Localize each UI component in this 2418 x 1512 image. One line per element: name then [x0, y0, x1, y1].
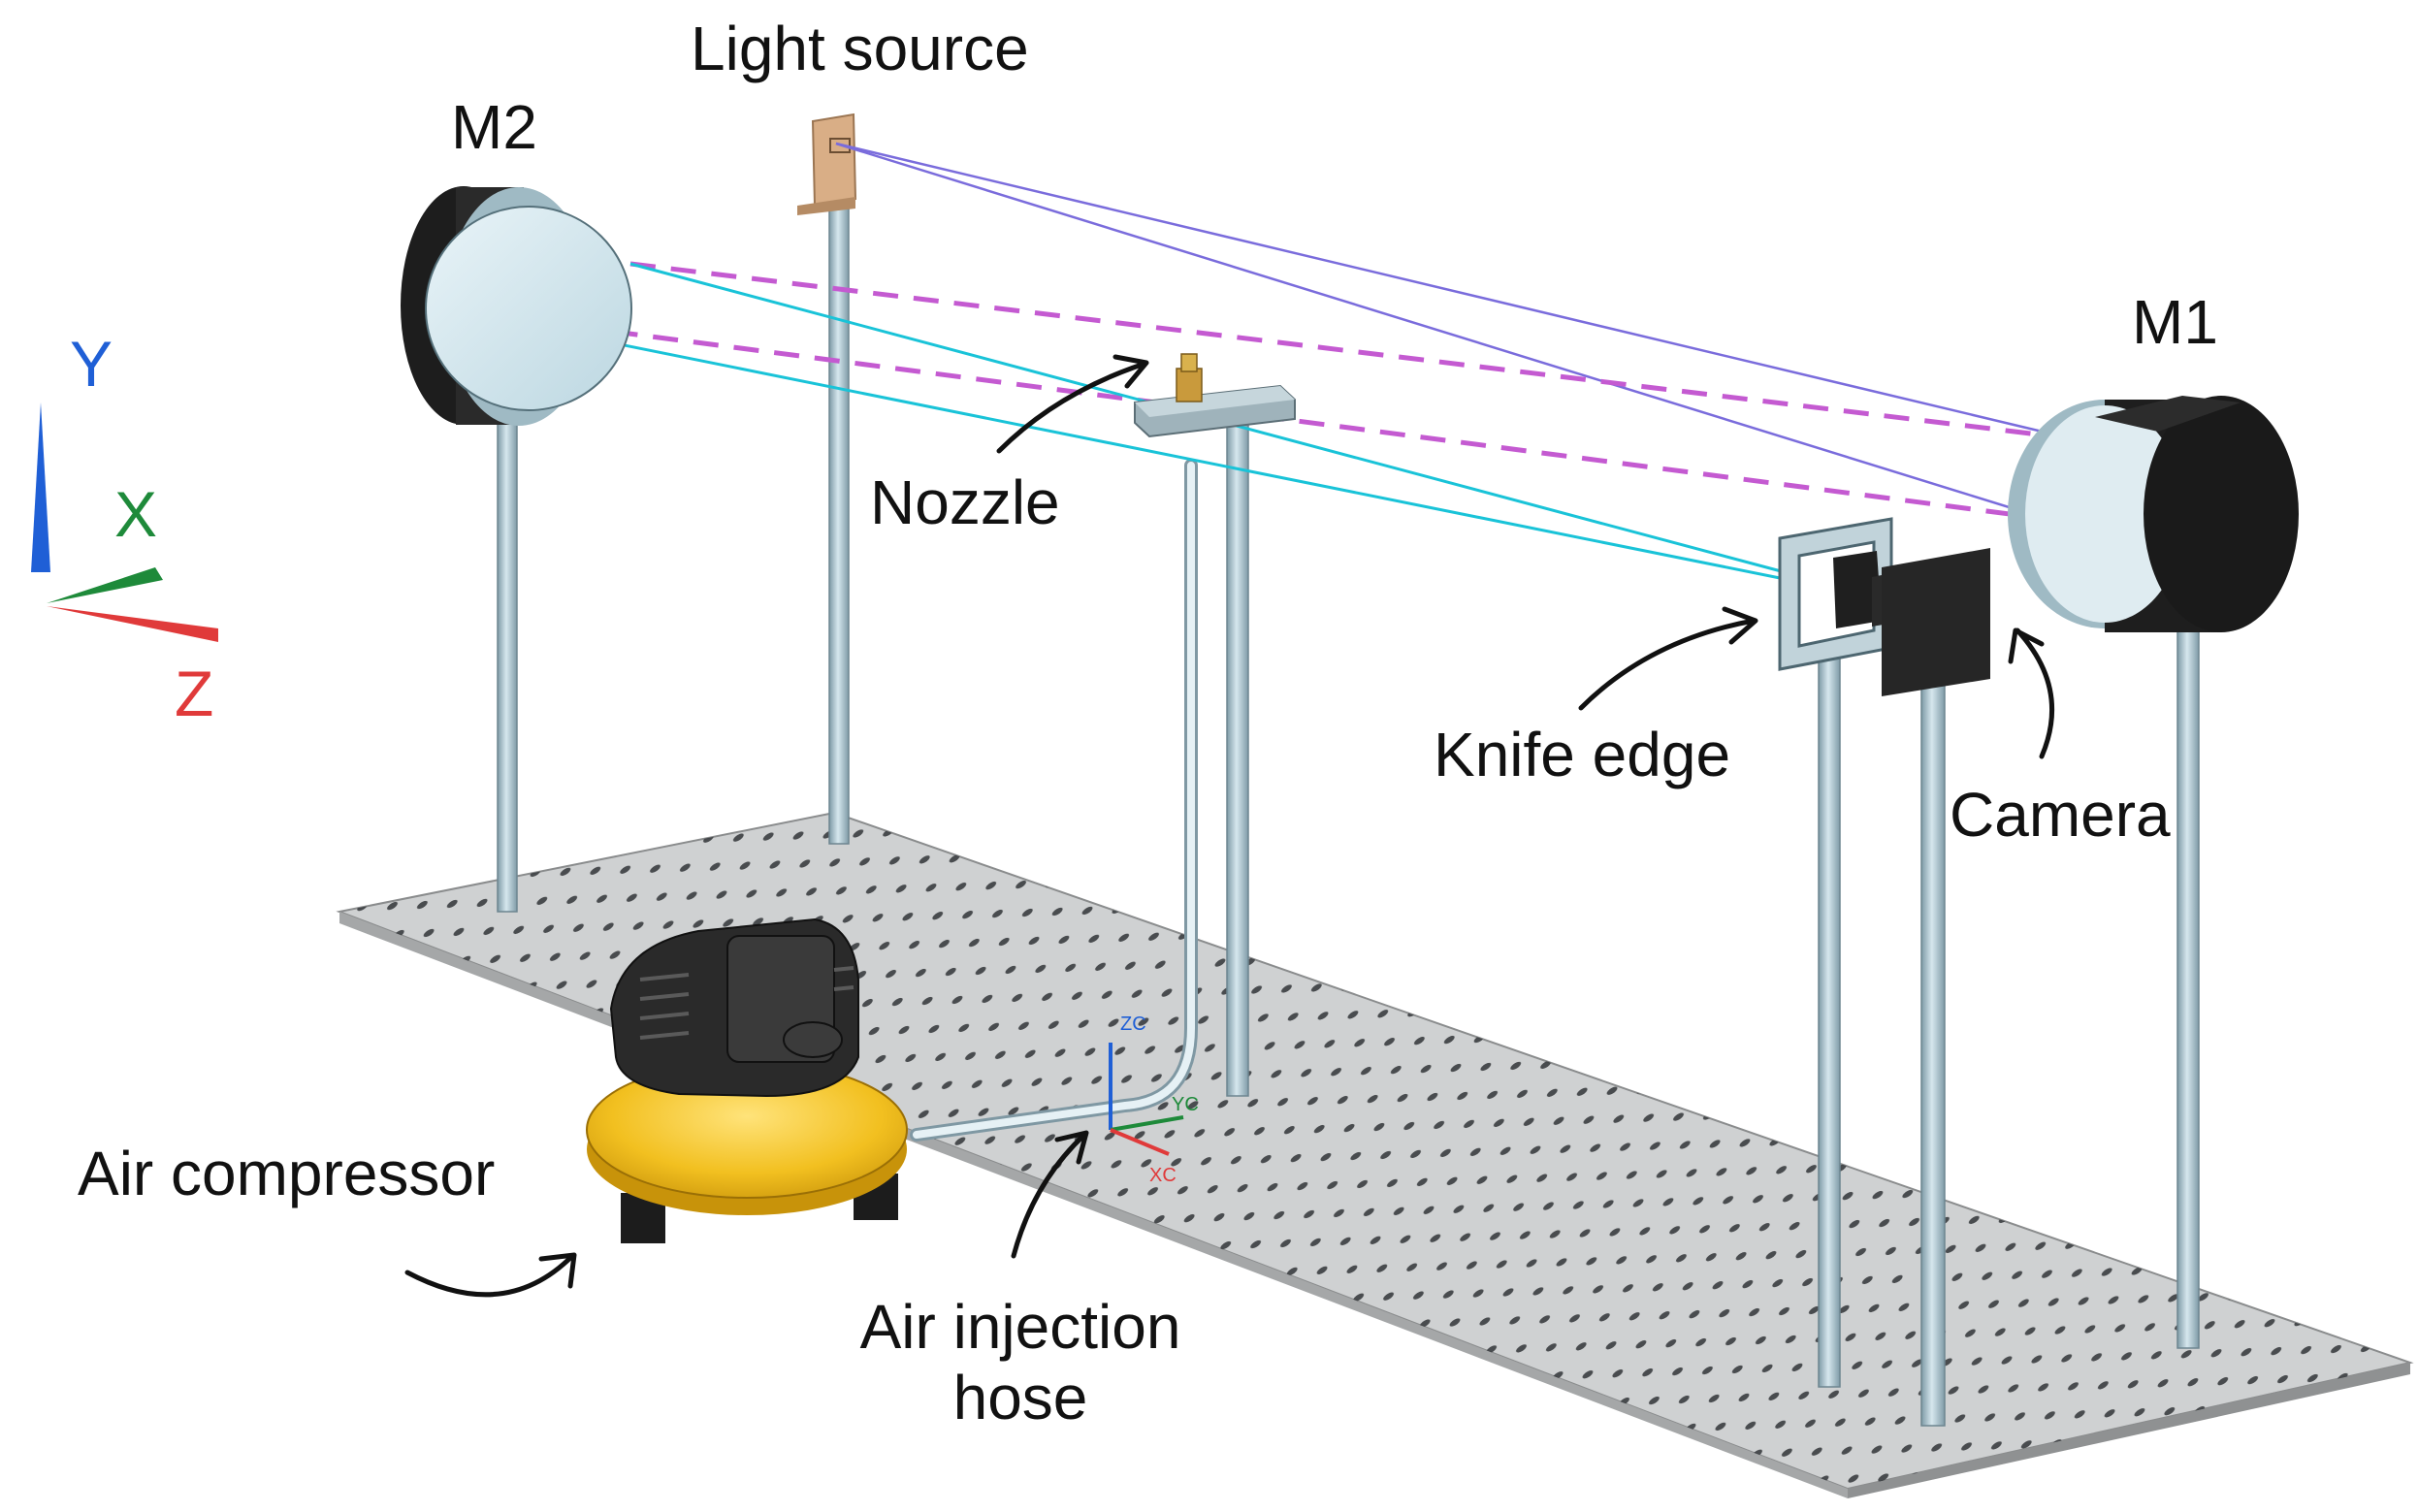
post-m2	[497, 387, 518, 913]
annotation-arrows	[404, 354, 2055, 1298]
local-axis-label-yc: YC	[1172, 1094, 1199, 1115]
axis-z-arrow	[47, 606, 218, 642]
label-camera: Camera	[1950, 780, 2171, 850]
local-axis-label-zc: ZC	[1120, 1013, 1146, 1035]
axis-y-arrow	[31, 402, 50, 572]
arrow-to-hose	[1011, 1130, 1089, 1259]
label-knife-edge: Knife edge	[1434, 720, 1730, 789]
axis-x-arrow	[47, 567, 163, 603]
optical-beams	[450, 142, 2072, 582]
label-hose-line1: Air injection	[860, 1292, 1181, 1362]
post-nozzle	[1226, 416, 1249, 1097]
global-axes: Y X Z	[31, 328, 218, 729]
local-coordinate-triad: ZC YC XC	[1109, 1013, 1199, 1186]
nozzle-assembly	[1134, 353, 1296, 438]
label-nozzle: Nozzle	[870, 467, 1060, 537]
camera	[1833, 548, 1990, 696]
air-compressor	[586, 917, 908, 1243]
post-m1	[2176, 629, 2200, 1349]
air-injection-hose	[910, 459, 1198, 1142]
beam-source-lower	[835, 142, 2047, 521]
label-light-source: Light source	[691, 14, 1029, 83]
posts	[497, 198, 2200, 1427]
label-hose-line2: hose	[953, 1363, 1088, 1432]
local-axis-label-xc: XC	[1149, 1165, 1177, 1186]
arrow-to-knife-edge	[1578, 606, 1758, 711]
post-camera	[1920, 678, 1946, 1427]
arrow-to-compressor	[404, 1252, 577, 1298]
post-knife-edge	[1818, 654, 1841, 1388]
mirror-m1	[2008, 396, 2299, 632]
axis-label-y: Y	[70, 328, 113, 400]
light-source	[797, 113, 857, 215]
arrow-to-camera	[2008, 627, 2055, 759]
label-air-compressor: Air compressor	[78, 1139, 495, 1208]
axis-label-x: X	[114, 478, 157, 550]
mirror-m2	[401, 186, 632, 426]
post-light-source	[828, 198, 850, 845]
beam-parallel-lower	[450, 307, 2047, 522]
beam-source-upper	[835, 142, 2072, 440]
label-m2: M2	[451, 92, 537, 162]
arrow-to-nozzle	[996, 354, 1149, 454]
beam-return-lower	[450, 308, 1790, 582]
axis-label-z: Z	[175, 658, 213, 729]
label-m1: M1	[2132, 287, 2218, 357]
component-labels: Light source M2 M1 Nozzle Knife edge Cam…	[78, 14, 2218, 1432]
